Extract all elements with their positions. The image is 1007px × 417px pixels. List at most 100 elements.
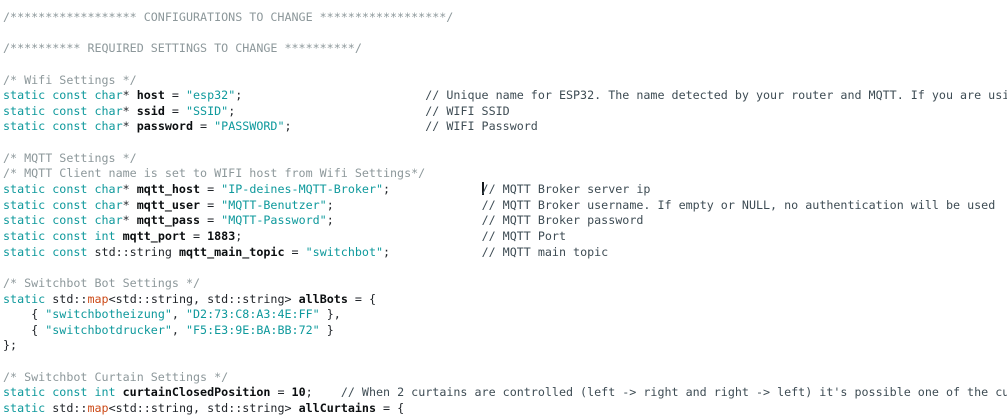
code-token: // MQTT main topic — [481, 244, 609, 259]
code-token: /* Switchbot Bot Settings */ — [3, 275, 201, 290]
code-token: /* MQTT Settings */ — [3, 150, 137, 165]
code-token: mqtt_user — [136, 197, 201, 212]
code-token: = — [270, 385, 292, 400]
code-token — [390, 245, 481, 259]
code-token — [242, 88, 425, 102]
code-token: "MQTT-Password" — [221, 213, 327, 228]
code-token: * — [122, 197, 137, 212]
code-token: allBots — [298, 291, 348, 306]
code-token — [390, 182, 481, 196]
code-token: <std::string, std::string> — [108, 291, 299, 306]
code-token: static const char — [3, 197, 123, 212]
code-token: ; — [383, 182, 391, 197]
code-token: 10 — [291, 385, 306, 400]
code-token: "D2:73:C8:A3:4E:FF" — [185, 307, 320, 322]
code-token: static const char — [3, 119, 123, 134]
code-token: "esp32" — [185, 88, 236, 103]
code-token: std:: — [45, 401, 88, 416]
code-token: ; — [228, 103, 236, 118]
code-token: static const char — [3, 182, 123, 197]
code-line: static const std::string mqtt_main_topic… — [3, 245, 1007, 261]
code-token: mqtt_pass — [136, 213, 201, 228]
code-line: static const char* host = "esp32"; // Un… — [3, 88, 1007, 104]
code-token: /********** REQUIRED SETTINGS TO CHANGE … — [3, 41, 362, 56]
code-line: /********** REQUIRED SETTINGS TO CHANGE … — [3, 41, 1007, 57]
code-token: ; — [235, 228, 243, 243]
code-token: /* Switchbot Curtain Settings */ — [3, 369, 229, 384]
code-token: /****************** CONFIGURATIONS TO CH… — [3, 10, 454, 24]
code-token: = — [185, 228, 208, 243]
code-token: { — [3, 322, 46, 337]
code-token: ssid — [136, 103, 165, 118]
code-token: , — [171, 307, 186, 322]
code-token: static — [3, 291, 46, 306]
code-token — [334, 198, 482, 212]
code-line: static const char* mqtt_pass = "MQTT-Pas… — [3, 213, 1007, 229]
code-token: /* MQTT Client name is set to WIFI host … — [3, 166, 426, 181]
code-line — [3, 135, 1007, 151]
code-token: std:: — [45, 291, 88, 306]
code-token: ; — [326, 197, 334, 212]
code-line: static const int mqtt_port = 1883; // MQ… — [3, 229, 1007, 245]
code-token: ; — [284, 119, 292, 134]
code-token: // MQTT Broker username. If empty or NUL… — [481, 197, 996, 212]
code-token: // Unique name for ESP32. The name detec… — [425, 88, 1007, 103]
code-token: "switchbotheizung" — [45, 307, 172, 322]
code-token: } — [319, 322, 334, 337]
code-token: = — [200, 197, 222, 212]
code-token: host — [136, 88, 165, 103]
code-token: = — [164, 103, 186, 118]
code-token: ; — [326, 213, 334, 228]
code-token: ; — [305, 385, 341, 400]
code-line: /* Switchbot Bot Settings */ — [3, 276, 1007, 292]
code-token: "IP-deines-MQTT-Broker" — [221, 182, 384, 197]
code-token: mqtt_port — [122, 228, 186, 243]
code-token: static const char — [3, 88, 123, 103]
code-token: password — [136, 119, 193, 134]
code-token — [116, 385, 123, 399]
code-token: = — [193, 119, 215, 134]
code-token: mqtt_main_topic — [178, 244, 285, 259]
code-token: "SSID" — [185, 103, 229, 118]
code-token — [334, 213, 482, 227]
code-token: std::string — [87, 244, 179, 259]
code-token: = — [200, 182, 222, 197]
code-line: /* MQTT Client name is set to WIFI host … — [3, 166, 1007, 182]
code-token: "PASSWORD" — [214, 119, 285, 134]
code-token: = { — [376, 401, 405, 416]
code-token — [292, 119, 426, 133]
code-token: // WIFI SSID — [425, 103, 510, 118]
code-token: allCurtains — [298, 401, 376, 416]
code-token: static const — [3, 244, 88, 259]
code-token: "switchbot" — [305, 244, 384, 259]
code-token: // MQTT Port — [481, 228, 567, 243]
code-token: "MQTT-Benutzer" — [221, 197, 327, 212]
code-line — [3, 26, 1007, 42]
code-token: = — [200, 213, 222, 228]
code-token: * — [122, 103, 137, 118]
code-token: // MQTT Broker server ip — [481, 182, 651, 197]
code-token: static const char — [3, 213, 123, 228]
code-token: * — [122, 88, 137, 103]
code-token: = { — [347, 291, 377, 306]
code-token — [116, 229, 123, 243]
code-token — [235, 104, 425, 118]
code-token: static — [3, 401, 46, 416]
code-token: map — [87, 401, 109, 416]
code-token: curtainClosedPosition — [122, 385, 271, 400]
code-token: // MQTT Broker password — [481, 213, 644, 228]
code-line: /* Switchbot Curtain Settings */ — [3, 370, 1007, 386]
code-token: = — [164, 88, 186, 103]
text-cursor — [481, 182, 484, 196]
code-line — [3, 354, 1007, 370]
code-token: mqtt_host — [136, 182, 201, 197]
code-token: }; — [3, 338, 18, 353]
code-token: * — [122, 182, 137, 197]
code-token: "F5:E3:9E:BA:BB:72" — [185, 322, 320, 337]
code-line — [3, 260, 1007, 276]
code-token: static const int — [3, 385, 116, 400]
code-line: { "switchbotdrucker", "F5:E3:9E:BA:BB:72… — [3, 323, 1007, 339]
code-line: static const char* mqtt_host = "IP-deine… — [3, 182, 1007, 198]
code-line: /* MQTT Settings */ — [3, 151, 1007, 167]
code-editor[interactable]: /****************** CONFIGURATIONS TO CH… — [3, 10, 1007, 417]
